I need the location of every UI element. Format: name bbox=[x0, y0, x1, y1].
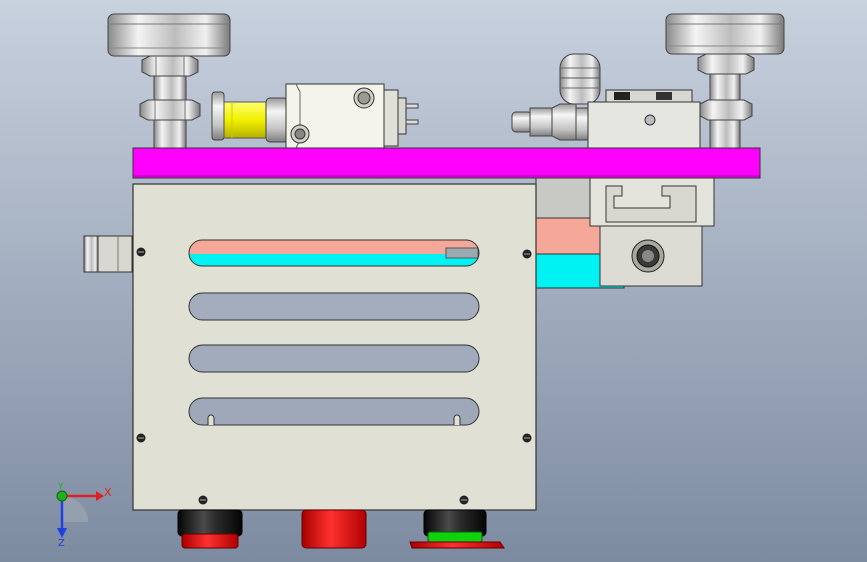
main-housing bbox=[132, 183, 537, 511]
stop-button-black[interactable] bbox=[177, 509, 243, 549]
start-button-green[interactable] bbox=[409, 509, 505, 549]
z-axis-label: Z bbox=[58, 538, 65, 549]
screw bbox=[459, 495, 469, 505]
x-axis-label: X bbox=[104, 486, 112, 499]
y-axis-dot bbox=[56, 490, 68, 502]
screw bbox=[136, 247, 146, 257]
vent-slot bbox=[188, 344, 480, 373]
right-gauge-assembly[interactable] bbox=[665, 13, 785, 149]
vent-slot bbox=[188, 397, 480, 426]
right-bracket[interactable] bbox=[535, 177, 715, 289]
regulator-fitting[interactable] bbox=[511, 53, 701, 149]
screw bbox=[522, 433, 532, 443]
screw bbox=[136, 433, 146, 443]
coordinate-triad bbox=[56, 490, 104, 538]
screw bbox=[522, 249, 532, 259]
left-gauge-assembly[interactable] bbox=[107, 13, 231, 149]
solenoid-valve[interactable] bbox=[211, 83, 419, 149]
mounting-plate[interactable] bbox=[132, 147, 761, 179]
screw bbox=[198, 495, 208, 505]
y-axis-label: Y bbox=[58, 482, 64, 492]
status-slot bbox=[189, 240, 479, 266]
vent-slot bbox=[188, 292, 480, 321]
side-latch[interactable] bbox=[83, 235, 133, 273]
emergency-button-red[interactable] bbox=[301, 509, 367, 549]
